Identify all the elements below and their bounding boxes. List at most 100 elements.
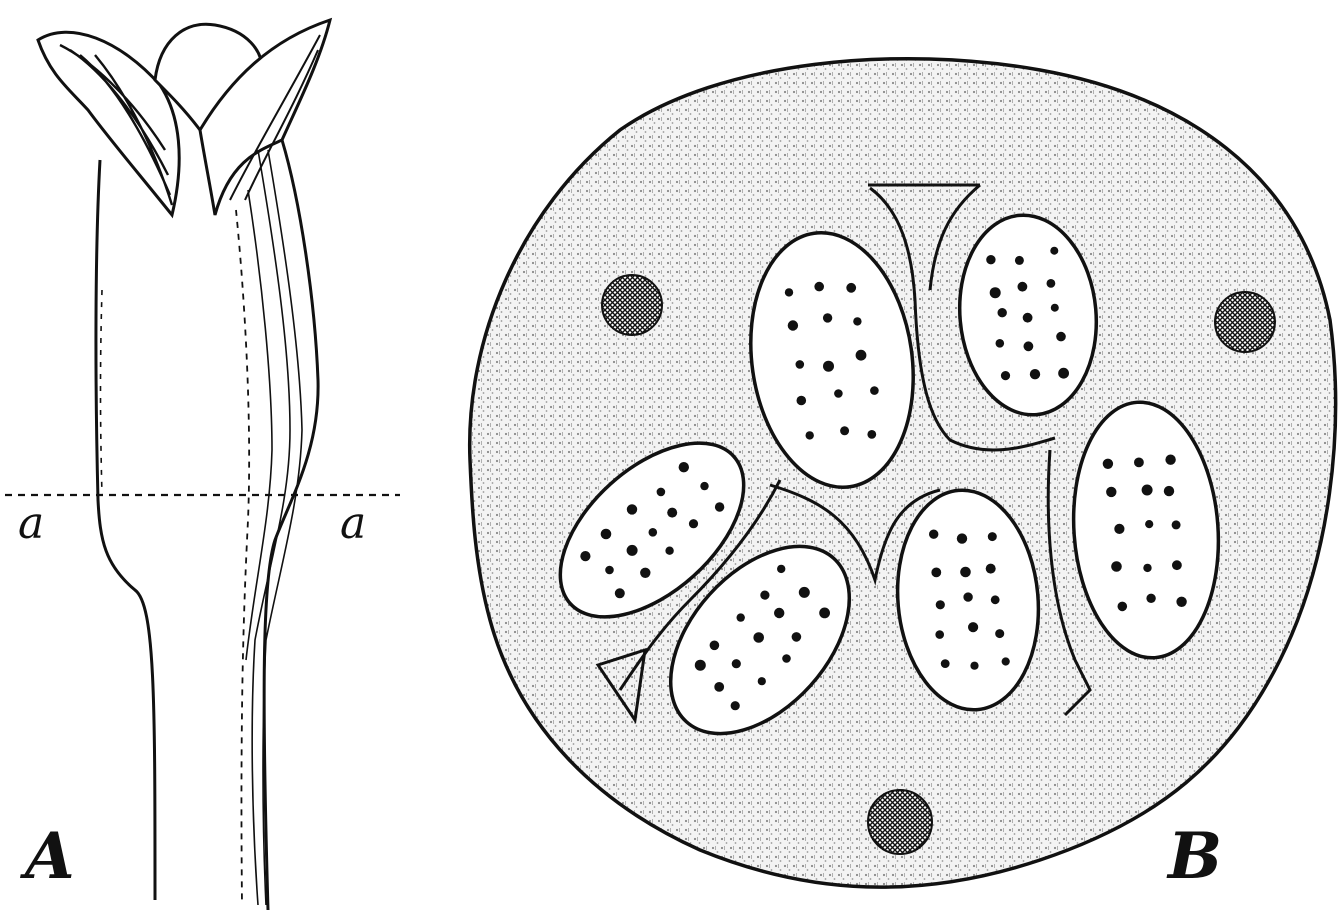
ovule-dot (936, 600, 945, 609)
ovule-dot (797, 396, 807, 406)
ovule-dot (1165, 455, 1175, 465)
ovule-dot (615, 588, 625, 598)
ovule-dot (774, 608, 784, 618)
ovule-dot (796, 360, 805, 369)
section-label-left: a (18, 498, 44, 549)
ovule-dot (1024, 341, 1034, 351)
ovule-dot (689, 519, 698, 528)
ovule-dot (665, 547, 673, 555)
ovule-dot (935, 630, 944, 639)
ovule-dot (960, 567, 971, 578)
bundle-bottom (868, 790, 932, 854)
ovule-dot (853, 317, 861, 325)
ovule-dot (1047, 279, 1056, 288)
ovule-dot (1145, 520, 1153, 528)
ovule-dot (986, 564, 996, 574)
bundle-left (602, 275, 662, 335)
panel-a-flower (38, 20, 330, 910)
ovule-dot (1111, 561, 1122, 572)
ovule-dot (867, 430, 876, 439)
ovule-dot (986, 255, 995, 264)
ovule-dot (714, 682, 724, 692)
ovule-dot (777, 565, 785, 573)
ovule-dot (1106, 487, 1116, 497)
panel-b-cross-section (470, 59, 1336, 887)
ovule-dot (819, 608, 830, 619)
ovule-dot (998, 308, 1007, 317)
ovule-dot (1172, 520, 1181, 529)
ovule-dot (679, 462, 689, 472)
ovule-dot (667, 508, 677, 518)
ovule-dot (1134, 458, 1144, 468)
calyx-midline (236, 210, 249, 905)
ovule-dot (715, 502, 724, 511)
ovule-dot (1176, 597, 1186, 607)
ovule-dot (710, 641, 720, 651)
ovule-dot (963, 592, 972, 601)
ovule-dot (601, 529, 612, 540)
ovule-dot (1015, 256, 1024, 265)
ovule-dot (1050, 247, 1058, 255)
ovule-dot (1172, 560, 1182, 570)
ovule-dot (1023, 313, 1033, 323)
ovule-dot (806, 431, 814, 439)
ovule-dot (957, 533, 967, 543)
ovule-dot (1030, 369, 1040, 379)
ovule-dot (995, 629, 1004, 638)
panel-b-label: B (1166, 819, 1222, 894)
ovule-dot (970, 662, 978, 670)
ovule-dot (834, 389, 843, 398)
ovule-dot (990, 287, 1001, 298)
ovule-dot (941, 659, 950, 668)
section-label-right: a (340, 498, 366, 549)
ovule-dot (605, 566, 614, 575)
ovule-dot (823, 361, 834, 372)
ovule-dot (627, 545, 638, 556)
ovule-dot (1142, 485, 1153, 496)
ovule-dot (782, 654, 791, 663)
ovule-dot (1118, 602, 1128, 612)
ovule-dot (1143, 564, 1151, 572)
calyx-left-dash (101, 290, 103, 495)
ovule-dot (799, 587, 810, 598)
ovule-dot (929, 530, 938, 539)
ovule-dot (1146, 594, 1155, 603)
ovule-dot (846, 283, 856, 293)
ovule-dot (996, 339, 1005, 348)
ovule-dot (991, 595, 1000, 604)
ovule-dot (1164, 486, 1174, 496)
ovule-dot (760, 591, 769, 600)
ovule-dot (1002, 657, 1010, 665)
ovule-dot (1018, 282, 1028, 292)
petal-left (38, 32, 179, 215)
ovule-dot (870, 386, 879, 395)
ovule-dot (823, 313, 832, 322)
ovule-dot (840, 426, 849, 435)
ovule-dot (785, 288, 793, 296)
ovule-dot (968, 622, 978, 632)
ovule-dot (1001, 371, 1010, 380)
ovule-dot (753, 632, 764, 643)
ovule-dot (758, 677, 766, 685)
calyx-shading (246, 150, 302, 905)
bundle-right (1215, 292, 1275, 352)
ovule-dot (732, 659, 741, 668)
ovule-dot (657, 488, 666, 497)
ovule-dot (1058, 368, 1069, 379)
ovule-dot (640, 568, 650, 578)
ovule-dot (988, 532, 997, 541)
ovule-dot (1114, 524, 1124, 534)
ovule-dot (856, 350, 867, 361)
ovule-dot (627, 504, 637, 514)
ovule-dot (1103, 459, 1113, 469)
panel-a-label: A (20, 819, 75, 894)
ovule-dot (814, 282, 824, 292)
ovule-dot (695, 660, 706, 671)
ovule-dot (1051, 304, 1059, 312)
ovule-dot (788, 320, 798, 330)
ovule-dot (700, 482, 708, 490)
ovule-dot (649, 528, 658, 537)
ovule-dot (1056, 332, 1066, 342)
ovule-dot (792, 632, 802, 642)
